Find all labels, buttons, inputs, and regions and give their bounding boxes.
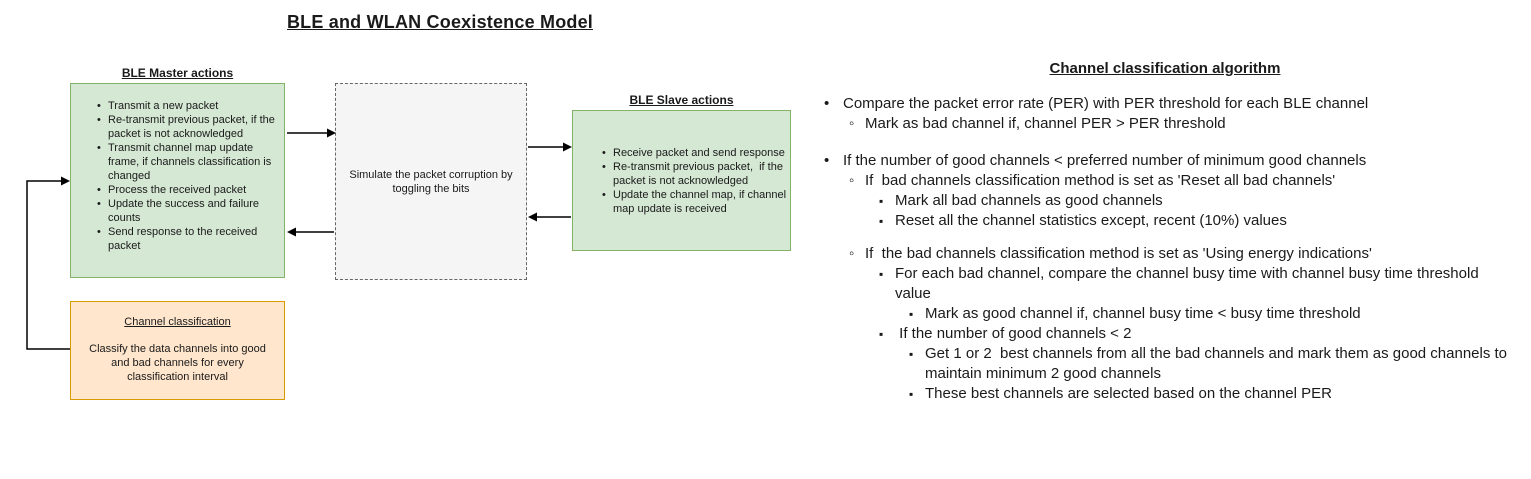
- channel-classification-box: Channel classification Classify the data…: [70, 301, 285, 400]
- algorithm-item: Mark as good channel if, channel busy ti…: [820, 304, 1517, 324]
- algorithm-title: Channel classification algorithm: [1049, 60, 1281, 77]
- master-action-item: Transmit channel map update frame, if ch…: [96, 141, 276, 183]
- arrow-master-to-simulate: [287, 128, 336, 138]
- ble-master-actions-title: BLE Master actions: [121, 66, 234, 80]
- ble-slave-actions-box: Receive packet and send response Re-tran…: [572, 110, 791, 251]
- slave-action-item: Update the channel map, if channel map u…: [601, 188, 788, 216]
- master-action-item: Transmit a new packet: [96, 99, 276, 113]
- simulate-packet-corruption-box: Simulate the packet corruption by toggli…: [335, 83, 527, 280]
- channel-classification-box-title: Channel classification: [124, 316, 231, 328]
- algorithm-item: For each bad channel, compare the channe…: [820, 264, 1517, 304]
- diagram-title: BLE and WLAN Coexistence Model: [286, 12, 594, 32]
- algorithm-item: If bad channels classification method is…: [820, 171, 1517, 191]
- slave-action-item: Re-transmit previous packet, if the pack…: [601, 160, 788, 188]
- master-action-item: Process the received packet: [96, 183, 276, 197]
- algorithm-item: Reset all the channel statistics except,…: [820, 211, 1517, 231]
- arrow-simulate-to-master: [287, 227, 334, 237]
- arrow-simulate-to-slave: [528, 142, 572, 152]
- algorithm-item: Mark as bad channel if, channel PER > PE…: [820, 114, 1517, 134]
- algorithm-item: If the number of good channels < 2: [820, 324, 1517, 344]
- master-action-item: Update the success and failure counts: [96, 197, 276, 225]
- ble-slave-actions-title: BLE Slave actions: [629, 93, 734, 107]
- ble-master-actions-box: Transmit a new packet Re-transmit previo…: [70, 83, 285, 278]
- algorithm-item: If the bad channels classification metho…: [820, 244, 1517, 264]
- algorithm-item: If the number of good channels < preferr…: [820, 151, 1517, 171]
- simulate-box-text: Simulate the packet corruption by toggli…: [349, 168, 513, 195]
- algorithm-item: Get 1 or 2 best channels from all the ba…: [820, 344, 1517, 384]
- algorithm-item: Mark all bad channels as good channels: [820, 191, 1517, 211]
- channel-classification-box-body: Classify the data channels into good and…: [89, 343, 269, 383]
- algorithm-list: Compare the packet error rate (PER) with…: [820, 94, 1517, 404]
- algorithm-item: These best channels are selected based o…: [820, 384, 1517, 404]
- master-action-item: Re-transmit previous packet, if the pack…: [96, 113, 276, 141]
- slave-action-item: Receive packet and send response: [601, 146, 788, 160]
- arrow-classification-to-master: [26, 176, 70, 350]
- master-action-item: Send response to the received packet: [96, 225, 276, 253]
- algorithm-item: Compare the packet error rate (PER) with…: [820, 94, 1517, 114]
- arrow-slave-to-simulate: [528, 212, 571, 222]
